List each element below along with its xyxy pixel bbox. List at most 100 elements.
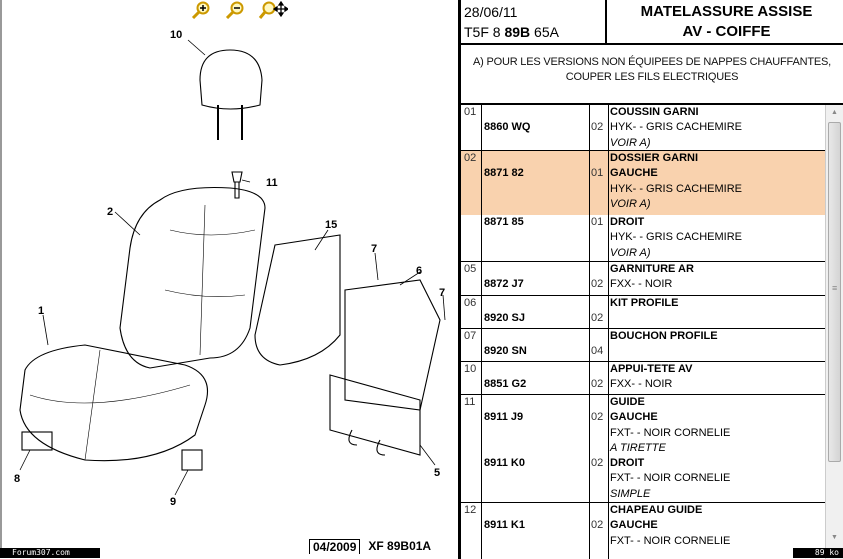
part-ref[interactable]: 8911 J9 <box>484 411 524 423</box>
rear-panel <box>254 234 341 366</box>
pan-button[interactable] <box>258 0 290 19</box>
callout-lines <box>19 39 446 496</box>
description: KIT PROFILE <box>609 296 825 328</box>
part-ref[interactable]: 8920 SN <box>482 329 590 361</box>
code-suffix: 65A <box>530 24 559 40</box>
zoom-pan-icon <box>258 0 290 19</box>
part-name: GARNITURE AR <box>610 263 694 275</box>
callout-10: 10 <box>170 29 182 41</box>
item-number <box>461 215 482 261</box>
diagram-code: XF 89B01A <box>368 539 432 553</box>
zoom-toolbar <box>190 0 290 20</box>
callout-1: 1 <box>38 305 44 317</box>
desc-note: VOIR A) <box>610 197 651 210</box>
watermark: Forum307.com <box>0 548 100 558</box>
rear-cover <box>329 374 421 456</box>
desc-line: FXT- - NOIR CORNELIE <box>610 426 731 439</box>
part-name: BOUCHON PROFILE <box>610 330 718 342</box>
callout-9: 9 <box>170 496 176 508</box>
desc-line: FXX- - NOIR <box>610 278 673 291</box>
note-line1: A) POUR LES VERSIONS NON ÉQUIPEES DE NAP… <box>473 56 831 68</box>
item-number: 06 <box>461 296 482 328</box>
notes: A) POUR LES VERSIONS NON ÉQUIPEES DE NAP… <box>461 45 843 105</box>
callout-6: 6 <box>416 265 422 277</box>
part-name: GUIDE <box>610 396 645 408</box>
diagram-reference: 04/2009 XF 89B01A <box>309 539 431 554</box>
grip-icon: ≡ <box>832 283 838 293</box>
desc-note: VOIR A) <box>610 246 651 259</box>
code-bold: 89B <box>504 24 531 40</box>
callout-7a: 7 <box>371 243 377 255</box>
table-row[interactable]: 07 8920 SN 04 BOUCHON PROFILE <box>461 329 825 362</box>
desc-line: HYK- - GRIS CACHEMIRE <box>610 182 743 195</box>
part-ref[interactable]: 8860 WQ <box>482 105 590 150</box>
part-ref[interactable]: 8871 82 <box>482 151 590 215</box>
description: BOUCHON PROFILE <box>609 329 825 361</box>
guide <box>231 171 243 199</box>
backrest <box>119 187 266 369</box>
scrollbar[interactable]: ▲ ≡ ▼ <box>825 105 843 559</box>
quantity: 01 <box>590 151 609 215</box>
table-row[interactable]: 8871 85 01 DROIT HYK- - GRIS CACHEMIRE VOI… <box>461 215 825 262</box>
item-number: 10 <box>461 362 482 394</box>
item-number: 02 <box>461 151 482 215</box>
part-ref-2[interactable]: 8911 K0 <box>484 456 525 469</box>
quantity: 02 <box>590 296 609 328</box>
panel-border <box>0 0 2 548</box>
header-info: 28/06/11 T5F 8 89B 65A <box>461 0 607 45</box>
zoom-out-button[interactable] <box>224 1 246 20</box>
title-line1: MATELASSURE ASSISE <box>640 3 813 20</box>
part-ref[interactable]: 8911 K1 <box>482 503 590 559</box>
title-line2: AV - COIFFE <box>682 23 771 40</box>
scroll-thumb[interactable]: ≡ <box>828 122 841 462</box>
quantity: 02 <box>590 362 609 394</box>
scroll-up-arrow-icon[interactable]: ▲ <box>831 109 838 116</box>
parts-panel: 28/06/11 T5F 8 89B 65A MATELASSURE ASSIS… <box>458 0 843 559</box>
quantity: 02 <box>590 503 609 559</box>
desc-side-2: DROIT <box>610 457 645 470</box>
desc-line: FXT- - NOIR CORNELIE <box>610 534 731 547</box>
item-number: 01 <box>461 105 482 150</box>
desc-side: GAUCHE <box>610 519 658 532</box>
desc-line: HYK- - GRIS CACHEMIRE <box>610 231 743 244</box>
part-name: DROIT <box>610 216 645 228</box>
part-ref[interactable]: 8920 SJ <box>482 296 590 328</box>
item-number: 12 <box>461 503 482 559</box>
desc-line: FXX- - NOIR <box>610 378 673 391</box>
description: GARNITURE AR FXX- - NOIR <box>609 262 825 295</box>
scroll-down-arrow-icon[interactable]: ▼ <box>831 534 838 541</box>
zoom-in-icon <box>191 1 210 20</box>
desc-line: HYK- - GRIS CACHEMIRE <box>610 121 743 134</box>
switch-part <box>21 431 53 451</box>
headrest <box>199 49 263 110</box>
header-code: T5F 8 89B 65A <box>464 22 605 42</box>
callout-11: 11 <box>266 177 278 189</box>
part-ref[interactable]: 8871 85 <box>482 215 590 261</box>
quantity: 01 <box>590 215 609 261</box>
item-number: 07 <box>461 329 482 361</box>
zoom-in-button[interactable] <box>190 1 212 20</box>
table-row[interactable]: 06 8920 SJ 02 KIT PROFILE <box>461 296 825 329</box>
callout-5: 5 <box>434 467 440 479</box>
desc-line-2: FXT- - NOIR CORNELIE <box>610 472 731 485</box>
part-name: KIT PROFILE <box>610 297 679 309</box>
code-prefix: T5F 8 <box>464 24 505 40</box>
diagram-panel: 10 11 2 15 7 6 7 1 8 9 5 04/2009 XF 89B0… <box>0 0 446 558</box>
part-ref[interactable]: 8872 J7 <box>482 262 590 295</box>
part-ref[interactable]: 8851 G2 <box>482 362 590 394</box>
quantity: 02 <box>590 105 609 150</box>
header-date: 28/06/11 <box>464 4 518 20</box>
